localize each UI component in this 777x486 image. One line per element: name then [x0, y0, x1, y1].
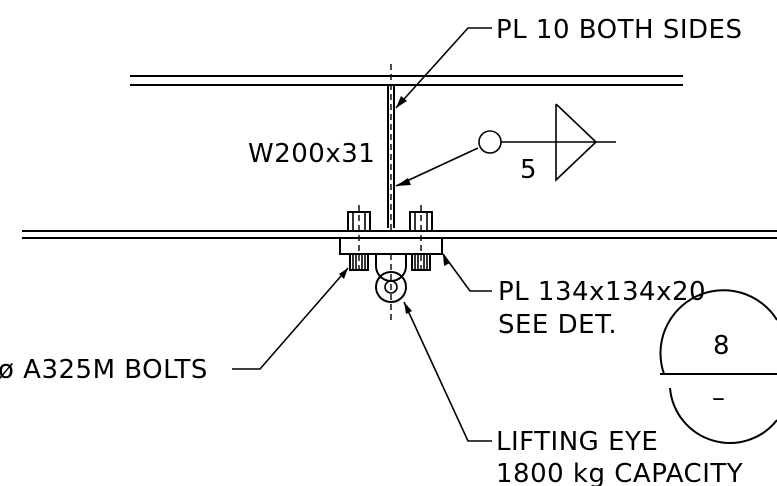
label-weld-size: 5 [520, 155, 537, 185]
detail-number: 8 [713, 331, 730, 361]
leader-plate-note [395, 27, 492, 109]
label-base-plate-1: PL 134x134x20 [498, 277, 706, 307]
bolt-left [347, 205, 371, 275]
label-lifting-eye-1: LIFTING EYE [496, 427, 658, 457]
label-base-plate-2: SEE DET. [498, 310, 617, 340]
label-plate-note: PL 10 BOTH SIDES [496, 15, 742, 45]
bolt-right [409, 205, 433, 275]
leader-bolts [232, 267, 349, 370]
label-bolts: ø A325M BOLTS [0, 355, 208, 385]
leader-lifting-eye [403, 301, 492, 442]
label-beam-size: W200x31 [248, 139, 375, 169]
base-plate [339, 237, 443, 255]
lifting-eye [375, 254, 407, 320]
detail-sheet: – [712, 383, 726, 413]
leader-base-plate [442, 253, 492, 292]
upper-beam-flange [130, 75, 683, 86]
leader-plate-note-arrow [396, 96, 407, 108]
lower-beam-flange [22, 230, 777, 239]
detail-callout-bubble [659, 289, 777, 444]
label-lifting-eye-2: 1800 kg CAPACITY [496, 459, 743, 486]
vertical-web-plate [387, 64, 395, 232]
weld-symbol [395, 103, 616, 187]
